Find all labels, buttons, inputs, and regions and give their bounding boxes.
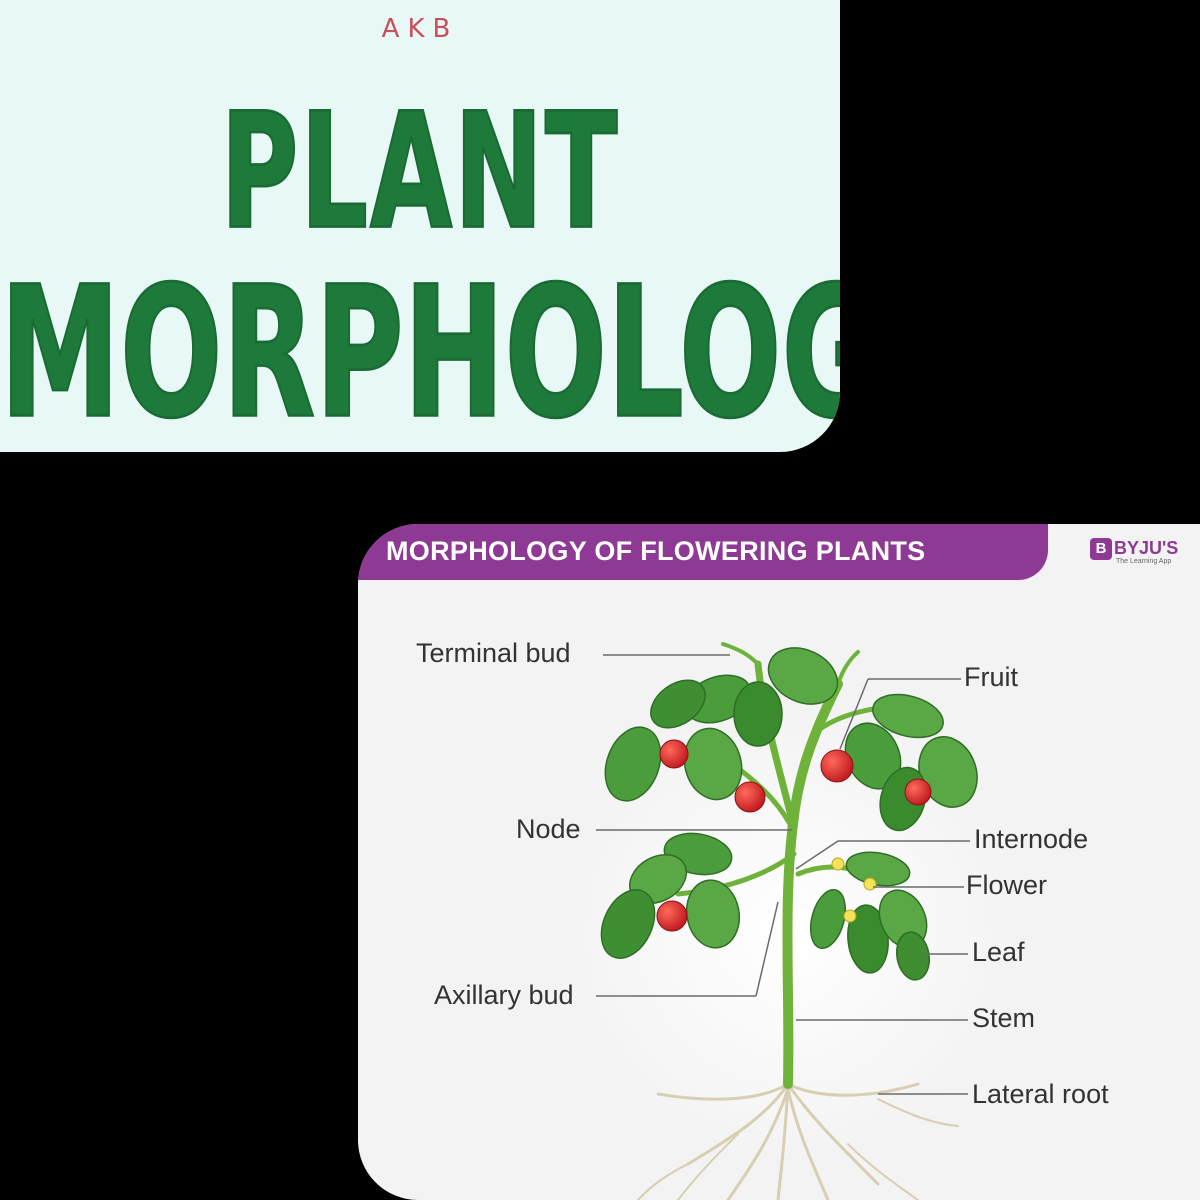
- leaves: [600, 647, 978, 981]
- label-node: Node: [516, 814, 581, 844]
- label-leaf: Leaf: [972, 937, 1025, 967]
- plant-illustration: [558, 642, 1018, 1200]
- brand-tagline: The Learning App: [1116, 558, 1172, 565]
- label-internode: Internode: [974, 824, 1089, 854]
- title-card: AKB PLANT MORPHOLOGY: [0, 0, 840, 452]
- label-terminal-bud: Terminal bud: [416, 638, 571, 668]
- label-axillary-bud: Axillary bud: [434, 980, 574, 1010]
- label-fruit: Fruit: [964, 662, 1018, 692]
- tomato-fruits: [656, 739, 932, 932]
- brand-mark-icon: B: [1090, 538, 1112, 560]
- label-flower: Flower: [966, 870, 1048, 900]
- diagram-title: MORPHOLOGY OF FLOWERING PLANTS: [386, 536, 926, 566]
- label-stem: Stem: [972, 1003, 1036, 1033]
- flowers: [831, 857, 877, 923]
- label-lateral-root: Lateral root: [972, 1079, 1109, 1109]
- title-line-2: MORPHOLOGY: [0, 247, 840, 452]
- diagram-card: MORPHOLOGY OF FLOWERING PLANTS B BYJU'S …: [358, 524, 1200, 1200]
- root-system: [637, 1082, 959, 1200]
- leader-lines: [596, 654, 970, 1095]
- brand-name: BYJU'S: [1114, 538, 1179, 558]
- header-band: MORPHOLOGY OF FLOWERING PLANTS: [358, 524, 1048, 580]
- title-line-1: PLANT: [220, 77, 620, 266]
- author-tag: AKB: [381, 14, 459, 44]
